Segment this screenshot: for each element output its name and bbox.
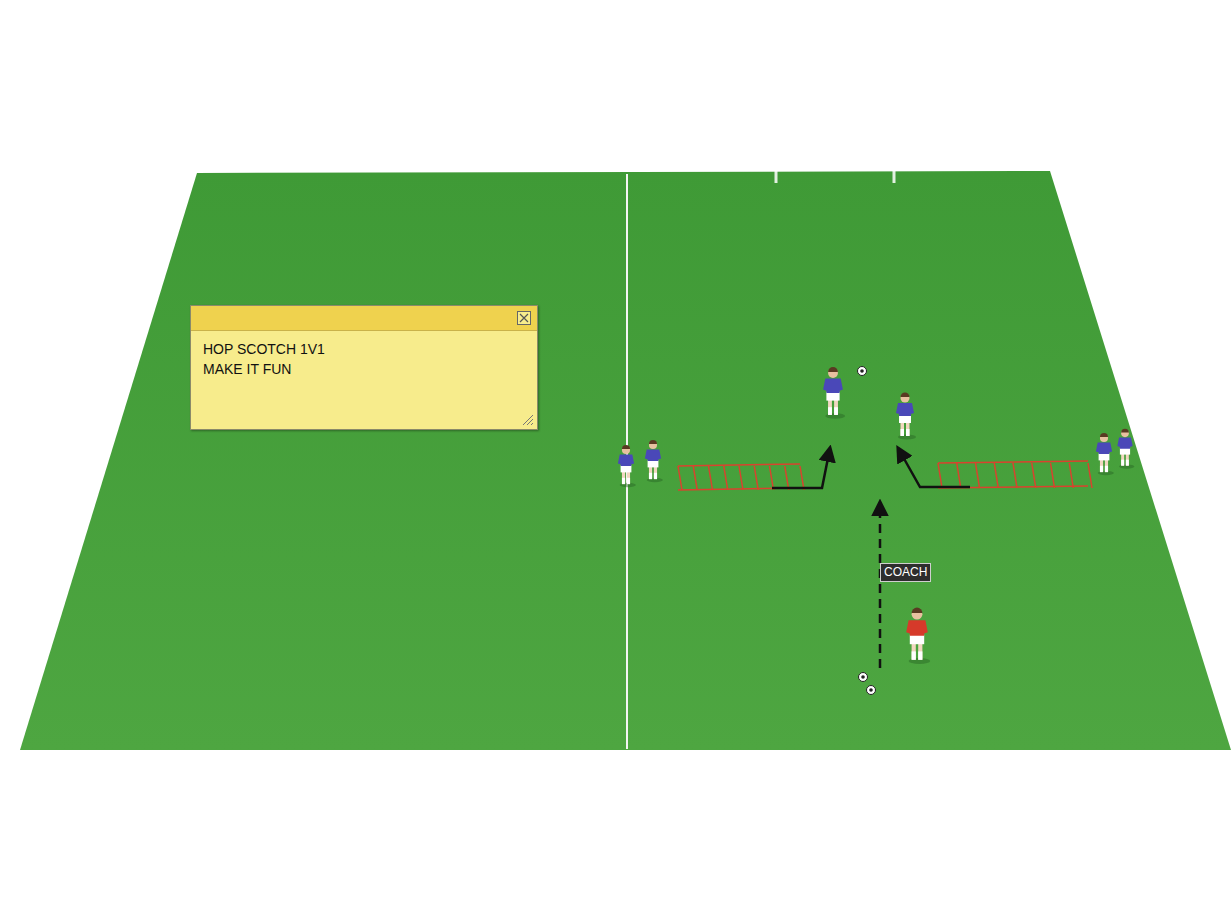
agility-ladder (938, 461, 1092, 488)
note-text: MAKE IT FUN (203, 359, 525, 379)
ball (859, 673, 868, 682)
coach-figure (906, 608, 930, 664)
player-figure (645, 440, 663, 482)
resize-grip (520, 412, 534, 426)
player-figure (1117, 429, 1134, 469)
sticky-note: HOP SCOTCH 1V1MAKE IT FUN (190, 305, 538, 430)
arrow-label: COACH (880, 563, 931, 582)
run-arrow (898, 448, 970, 487)
note-header-bar (191, 306, 537, 331)
pass-arrow (879, 502, 882, 668)
note-text: HOP SCOTCH 1V1 (203, 339, 525, 359)
player-figure (823, 367, 845, 419)
ball (867, 686, 876, 695)
close-icon (517, 311, 531, 325)
player-figure (1096, 433, 1114, 475)
player-figure (618, 445, 636, 487)
player-figure (896, 393, 916, 440)
agility-ladder (678, 464, 804, 490)
goal (776, 160, 894, 183)
ball (858, 367, 867, 376)
pitch (20, 171, 1231, 750)
run-arrow (772, 448, 830, 488)
